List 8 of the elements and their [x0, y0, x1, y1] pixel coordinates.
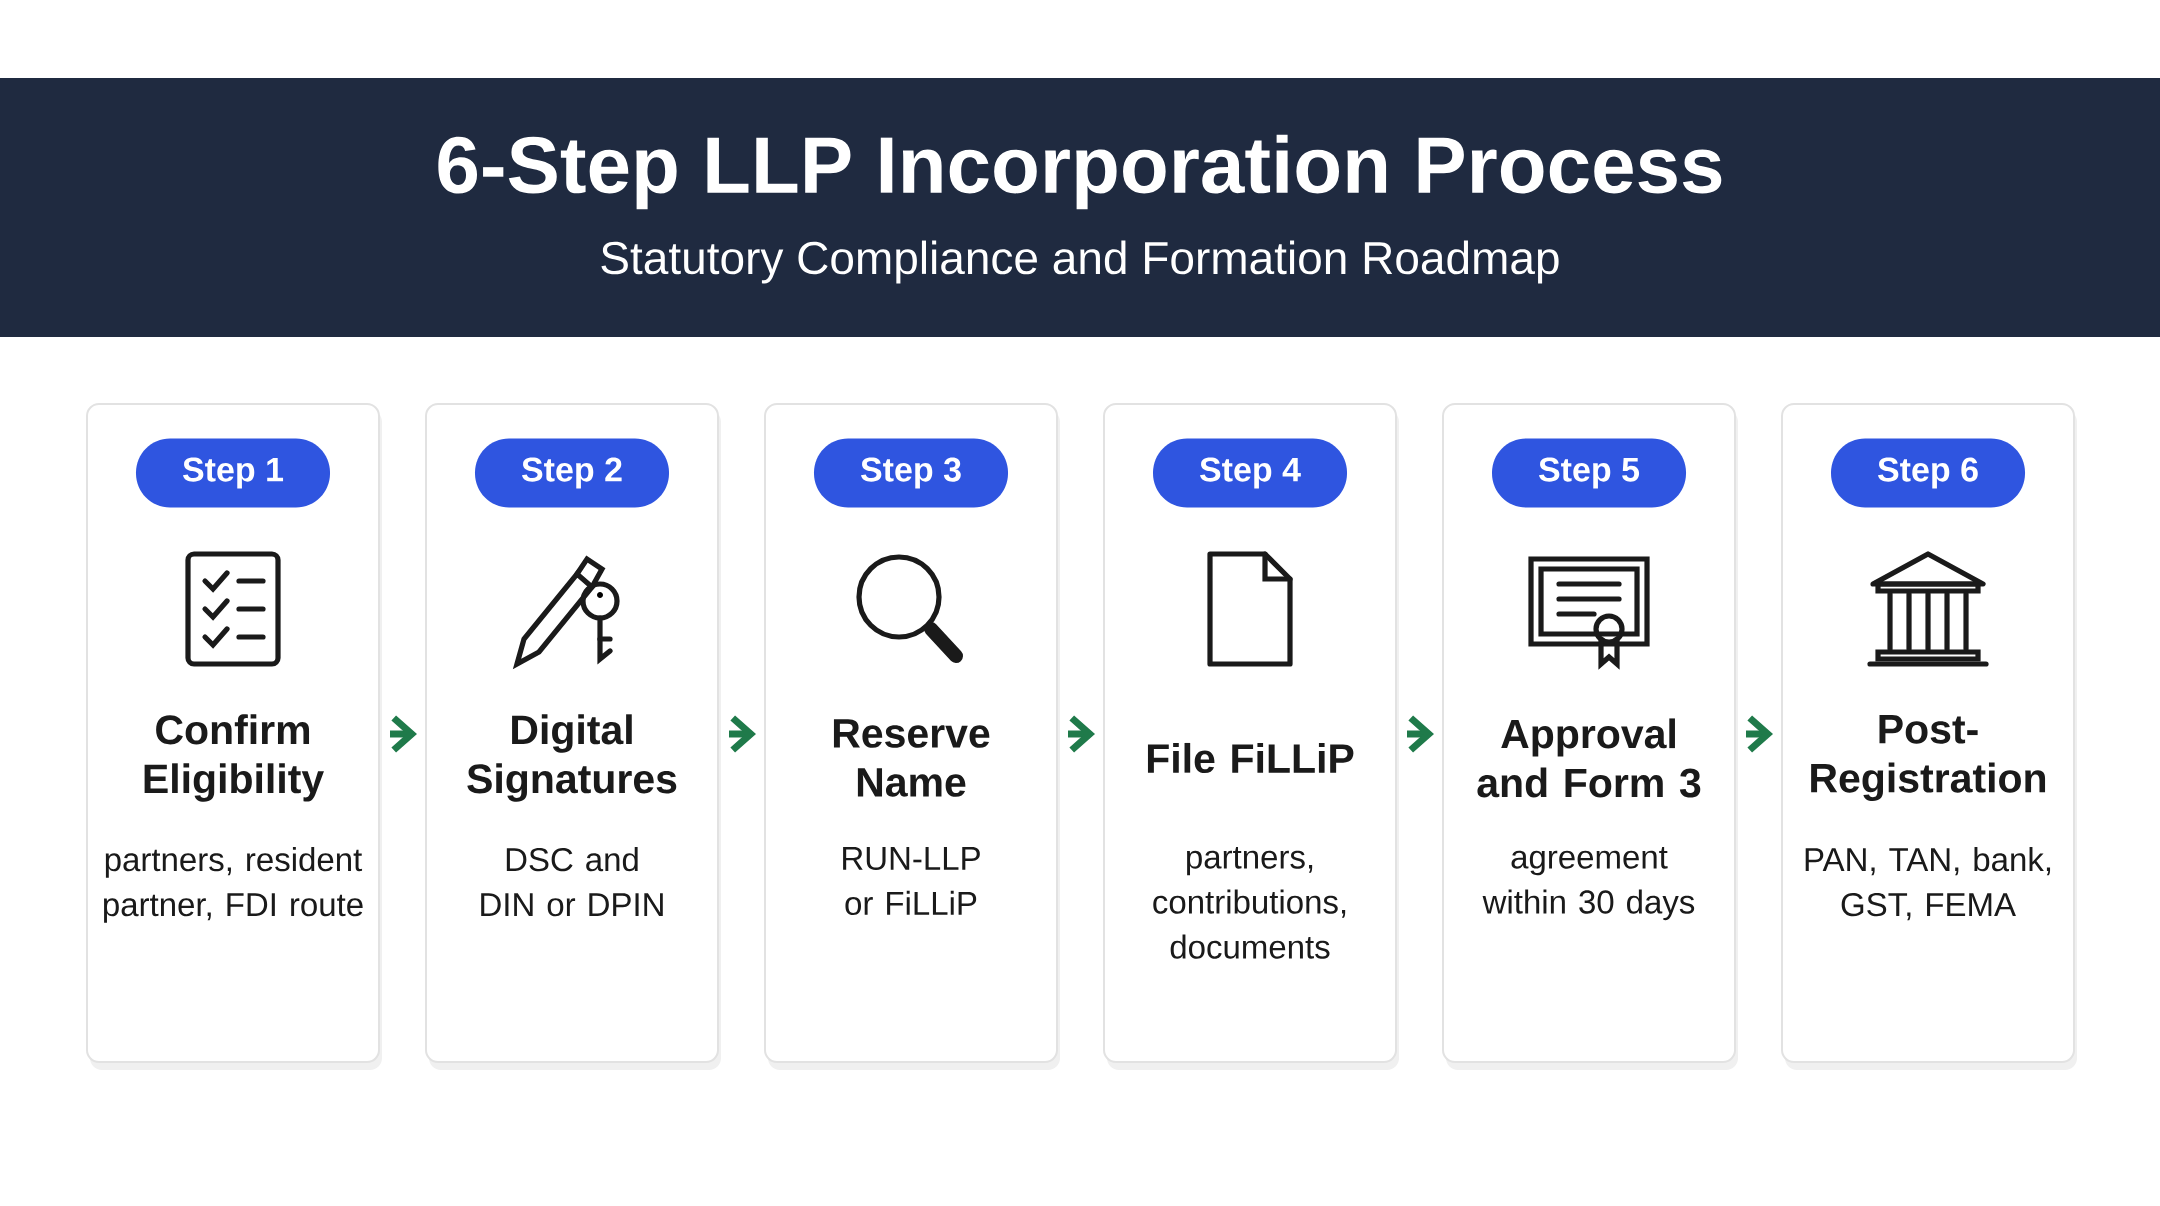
step-badge: Step 4 — [1153, 438, 1347, 508]
step-badge: Step 2 — [475, 438, 669, 508]
title: 6-Step LLP Incorporation Process — [438, 134, 1722, 210]
step-badge: Step 5 — [1492, 438, 1686, 508]
step-badge: Step 6 — [1831, 438, 2025, 508]
step-badge: Step 1 — [136, 438, 330, 508]
subtitle: Statutory Compliance and Formation Roadmap — [601, 240, 1559, 284]
step-badge: Step 3 — [814, 438, 1008, 508]
